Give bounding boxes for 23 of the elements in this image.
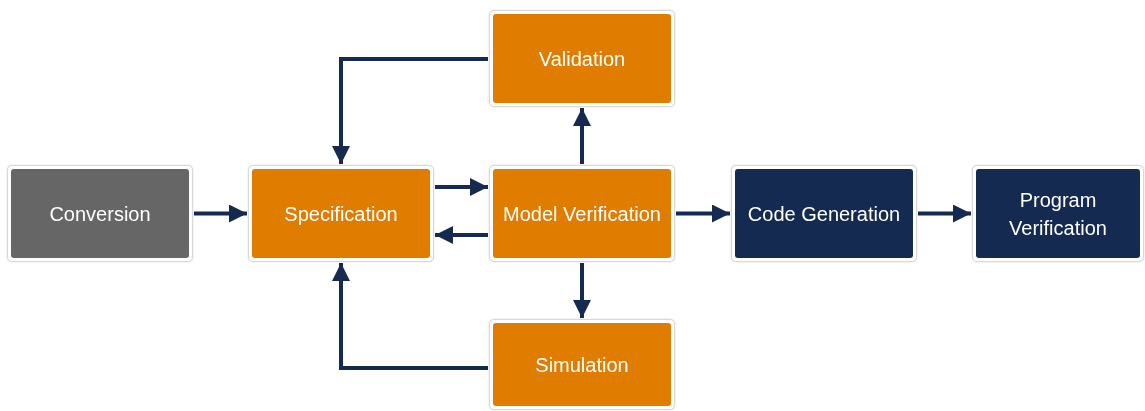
box-label: Validation [538, 46, 626, 72]
process-box [489, 165, 675, 262]
process-box [248, 165, 434, 262]
box-label: Program Verification [1008, 187, 1108, 241]
arrow [573, 263, 591, 318]
arrow [435, 226, 488, 244]
arrow [676, 204, 730, 223]
process-box [489, 319, 675, 410]
process-box [489, 10, 675, 107]
arrow [332, 57, 488, 164]
process-box [731, 165, 917, 262]
arrow [573, 108, 591, 164]
arrow [918, 204, 971, 223]
process-box [7, 165, 193, 262]
box-label: Specification [284, 201, 398, 227]
arrow [435, 178, 488, 196]
box-label: Conversion [49, 201, 151, 227]
box-label: Code Generation [747, 201, 901, 227]
box-label: Model Verification [503, 201, 661, 227]
arrow [332, 263, 488, 370]
arrow [194, 204, 247, 223]
process-box [972, 165, 1144, 262]
box-label: Simulation [535, 352, 629, 378]
